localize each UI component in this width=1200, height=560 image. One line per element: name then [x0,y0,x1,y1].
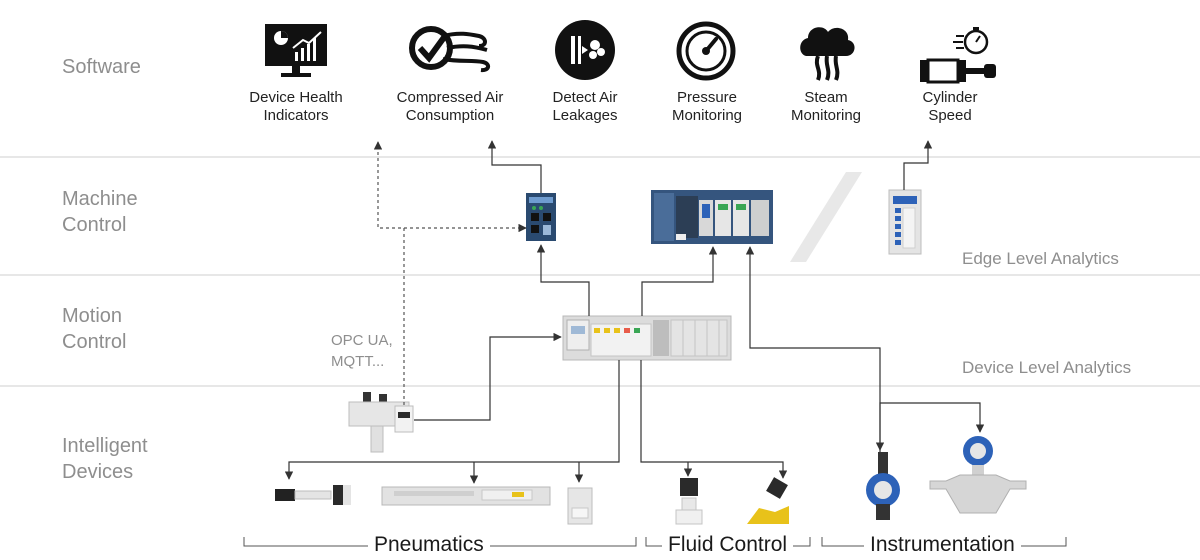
valve-terminal-device [562,315,732,361]
app-label-steam: Steam Monitoring [790,89,862,124]
connection-lines [284,140,985,484]
air-flow-check-icon [409,26,490,73]
solenoid-valve-device [747,477,789,524]
app-label-compressed-air: Compressed Air Consumption [396,89,504,124]
pneumatic-gripper-device [275,485,351,505]
edge-analytics-label: Edge Level Analytics [962,249,1119,268]
io-module-device [888,189,922,255]
pressure-gauge-icon [676,21,736,81]
group-label-pneumatics: Pneumatics [368,533,490,557]
monitor-chart-icon [265,24,327,77]
cylinder-stopwatch-icon [920,27,996,84]
app-label-pressure: Pressure Monitoring [671,89,743,124]
group-label-fluid-control: Fluid Control [662,533,794,557]
opc-mqtt-dashed-path [373,141,527,405]
flow-meter-device [866,452,900,520]
plc-rack-device [651,190,773,244]
group-label-instrumentation: Instrumentation [864,533,1021,557]
protocols-label: OPC UA, MQTT... [331,332,393,370]
process-valve-device [675,478,703,525]
layer-label-motion-control: Motion Control [62,305,127,353]
app-label-air-leakages: Detect Air Leakages [552,89,618,124]
coriolis-meter-device [929,436,1027,514]
edge-gateway-device [526,193,556,241]
layer-label-software: Software [62,56,141,78]
edge-analytics-separator [790,172,862,262]
device-analytics-label: Device Level Analytics [962,358,1132,377]
app-label-device-health: Device Health Indicators [249,89,343,124]
steam-icon [800,27,855,81]
app-label-cylinder-speed: Cylinder Speed [922,89,978,124]
linear-actuator-device [381,486,551,506]
layer-label-machine-control: Machine Control [62,188,138,236]
leak-detection-icon [555,20,615,80]
air-preparation-unit [348,392,414,453]
pressure-sensor-device [567,487,593,525]
layer-dividers [0,156,1200,387]
layer-label-intelligent-devices: Intelligent Devices [62,435,148,483]
